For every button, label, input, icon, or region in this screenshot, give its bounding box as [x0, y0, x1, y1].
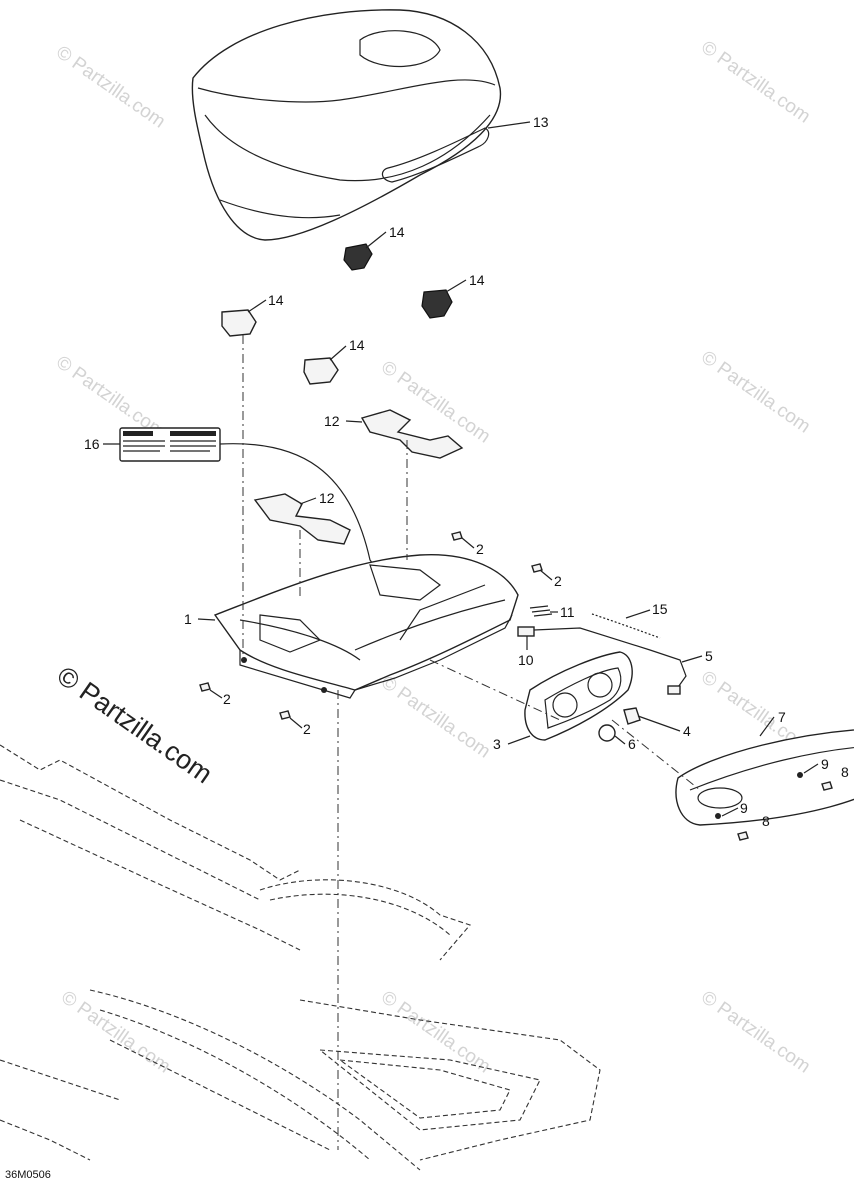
callout-4: 4 — [683, 723, 691, 739]
bulb-and-socket — [598, 707, 641, 742]
callout-7: 7 — [778, 709, 786, 725]
callout-10: 10 — [518, 652, 534, 668]
assembly-lines — [242, 335, 701, 1150]
callout-2: 2 — [223, 691, 231, 707]
lens-fasteners — [715, 772, 833, 841]
callout-8: 8 — [762, 813, 770, 829]
callout-15: 15 — [652, 601, 668, 617]
callout-12: 12 — [319, 490, 335, 506]
watermark: © Partzilla.com — [697, 987, 814, 1078]
diagram-code: 36M0506 — [5, 1169, 51, 1181]
callout-labels: 13 14 14 14 14 12 12 16 1 2 2 2 2 11 15 … — [84, 114, 849, 829]
callout-2: 2 — [476, 541, 484, 557]
callout-3: 3 — [493, 736, 501, 752]
watermark: © Partzilla.com — [57, 987, 174, 1078]
callout-6: 6 — [628, 736, 636, 752]
watermark: © Partzilla.com — [697, 347, 814, 438]
callout-14: 14 — [349, 337, 365, 353]
watermark: © Partzilla.com — [697, 37, 814, 128]
watermark: © Partzilla.com — [377, 672, 494, 763]
taillight-lens — [675, 729, 854, 826]
seat-base — [213, 553, 519, 699]
callout-2: 2 — [554, 573, 562, 589]
callout-9: 9 — [740, 800, 748, 816]
callout-14: 14 — [469, 272, 485, 288]
callout-12: 12 — [324, 413, 340, 429]
callout-11: 11 — [560, 604, 575, 620]
watermark: © Partzilla.com — [52, 42, 169, 133]
callout-14: 14 — [268, 292, 284, 308]
callout-9: 9 — [821, 756, 829, 772]
watermark-large: © Partzilla.com — [52, 660, 218, 789]
callout-1: 1 — [184, 611, 192, 627]
watermark: © Partzilla.com — [377, 987, 494, 1078]
screws — [199, 531, 543, 720]
chassis-frame — [0, 744, 601, 1171]
callout-13: 13 — [533, 114, 549, 130]
callout-2: 2 — [303, 721, 311, 737]
taillight-housing — [524, 651, 633, 741]
callout-14: 14 — [389, 224, 405, 240]
callout-16: 16 — [84, 436, 100, 452]
seat-cover — [191, 9, 502, 241]
callout-5: 5 — [705, 648, 713, 664]
seat-clips — [221, 243, 453, 385]
wiring — [517, 605, 687, 695]
leader-lines — [103, 121, 819, 817]
foam-pads — [253, 409, 464, 545]
callout-8: 8 — [841, 764, 849, 780]
